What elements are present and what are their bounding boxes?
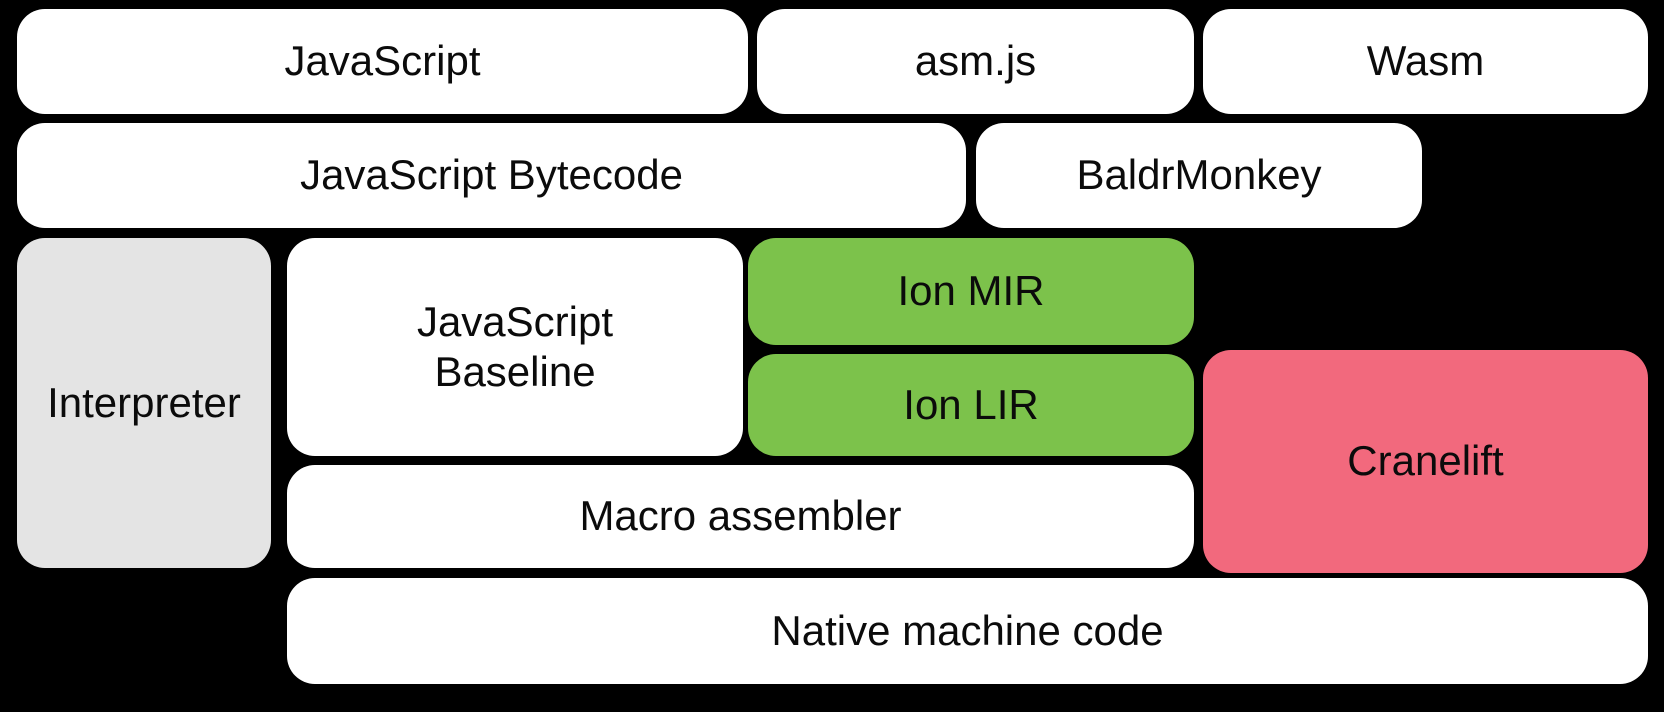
block-cranelift: Cranelift: [1203, 350, 1648, 573]
block-asmjs-label: asm.js: [914, 37, 1037, 85]
block-baldrmonkey: BaldrMonkey: [976, 123, 1422, 228]
block-ion-mir: Ion MIR: [748, 238, 1194, 345]
block-ion-lir-label: Ion LIR: [903, 380, 1039, 428]
block-interpreter-label: Interpreter: [47, 378, 241, 426]
block-ion-mir-label: Ion MIR: [897, 267, 1045, 315]
block-macro-assembler-label: Macro assembler: [579, 492, 902, 540]
block-javascript-bytecode-label: JavaScript Bytecode: [300, 151, 683, 199]
block-javascript-bytecode: JavaScript Bytecode: [17, 123, 966, 228]
block-macro-assembler: Macro assembler: [287, 465, 1194, 568]
block-javascript-label: JavaScript: [284, 37, 481, 85]
block-native-machine-code-label: Native machine code: [771, 606, 1164, 654]
block-baldrmonkey-label: BaldrMonkey: [1076, 151, 1322, 199]
block-javascript-baseline-label: JavaScript Baseline: [416, 297, 614, 395]
block-cranelift-label: Cranelift: [1347, 437, 1504, 485]
block-javascript: JavaScript: [17, 9, 748, 114]
block-asmjs: asm.js: [757, 9, 1194, 114]
block-native-machine-code: Native machine code: [287, 578, 1648, 684]
block-javascript-baseline: JavaScript Baseline: [287, 238, 743, 456]
block-wasm: Wasm: [1203, 9, 1648, 114]
block-interpreter: Interpreter: [17, 238, 271, 568]
block-wasm-label: Wasm: [1366, 37, 1485, 85]
block-ion-lir: Ion LIR: [748, 354, 1194, 456]
